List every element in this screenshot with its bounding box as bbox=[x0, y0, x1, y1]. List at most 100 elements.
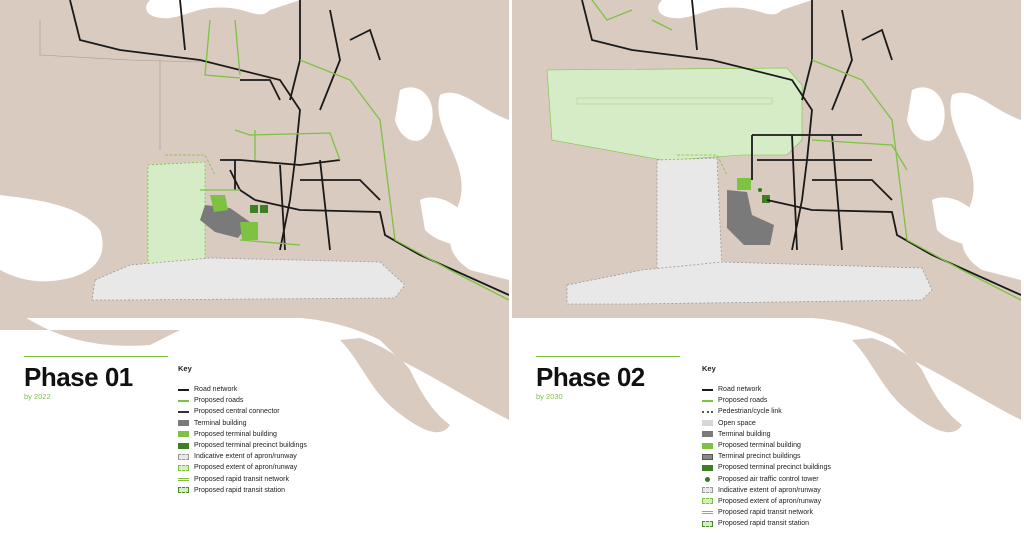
key-item-label: Proposed rapid transit network bbox=[718, 509, 813, 517]
bay bbox=[907, 87, 945, 141]
road-swatch-icon bbox=[702, 388, 713, 391]
key-item-rtn: Proposed rapid transit network bbox=[702, 507, 831, 518]
key-item-pext: Proposed extent of apron/runway bbox=[178, 462, 307, 473]
proposed-terminal bbox=[240, 222, 258, 240]
indicative-apron bbox=[656, 157, 723, 276]
key-item-atc: Proposed air traffic control tower bbox=[702, 474, 831, 485]
atc-tower bbox=[758, 188, 762, 192]
bay bbox=[395, 87, 433, 141]
proposed-roads bbox=[200, 19, 509, 301]
key-item-label: Indicative extent of apron/runway bbox=[718, 486, 821, 494]
land-mass bbox=[852, 338, 962, 433]
precinct-building bbox=[260, 205, 268, 213]
key-item-prec: Terminal precinct buildings bbox=[702, 451, 831, 462]
runway-marking bbox=[576, 97, 773, 105]
rapid-transit bbox=[165, 154, 216, 176]
rtn-swatch-icon bbox=[178, 477, 189, 481]
proposed-terminal bbox=[210, 195, 228, 212]
key-title: Key bbox=[178, 364, 192, 373]
terminal-building bbox=[200, 205, 250, 238]
key-item-label: Open space bbox=[718, 419, 756, 427]
key-item-pterm: Proposed terminal building bbox=[702, 440, 831, 451]
phase-title: Phase 02 bbox=[536, 362, 645, 392]
key-item-label: Pedestrian/cycle link bbox=[718, 408, 782, 416]
pprec-swatch-icon bbox=[702, 464, 713, 471]
key-item-label: Proposed terminal building bbox=[718, 442, 801, 450]
rtn-swatch-icon bbox=[702, 511, 713, 515]
key-item-label: Proposed rapid transit network bbox=[194, 475, 289, 483]
prec-swatch-icon bbox=[702, 453, 713, 460]
pext-swatch-icon bbox=[702, 498, 713, 505]
runway-apron bbox=[91, 257, 406, 301]
land-mass bbox=[0, 300, 180, 346]
key-item-ind: Indicative extent of apron/runway bbox=[178, 451, 307, 462]
key-item-label: Proposed terminal precinct buildings bbox=[718, 464, 831, 472]
key-item-open: Open space bbox=[702, 418, 831, 429]
rapid-transit bbox=[677, 154, 728, 176]
proposed-apron bbox=[147, 161, 206, 276]
key-item-road: Road network bbox=[178, 384, 307, 395]
key-item-term: Terminal building bbox=[702, 429, 831, 440]
open-swatch-icon bbox=[702, 420, 713, 427]
bay bbox=[932, 197, 992, 246]
key-item-label: Terminal precinct buildings bbox=[718, 453, 801, 461]
key-item-conn: Proposed central connector bbox=[178, 406, 307, 417]
key-item-rts: Proposed rapid transit station bbox=[178, 485, 307, 496]
key-item-proad: Proposed roads bbox=[178, 395, 307, 406]
precinct-building bbox=[250, 205, 258, 213]
key-item-term: Terminal building bbox=[178, 418, 307, 429]
panel-divider bbox=[509, 0, 512, 536]
key-item-label: Proposed terminal precinct buildings bbox=[194, 442, 307, 450]
term-swatch-icon bbox=[702, 431, 713, 438]
key-item-pterm: Proposed terminal building bbox=[178, 429, 307, 440]
pprec-swatch-icon bbox=[178, 442, 189, 449]
ind-swatch-icon bbox=[178, 453, 189, 460]
proposed-roads bbox=[591, 0, 1021, 301]
phase-title: Phase 01 bbox=[24, 362, 133, 392]
precinct-building bbox=[762, 195, 770, 203]
pext-swatch-icon bbox=[178, 464, 189, 471]
conn-swatch-icon bbox=[178, 410, 189, 413]
ped-swatch-icon bbox=[702, 410, 713, 413]
phase-subtitle: by 2022 bbox=[24, 392, 51, 401]
phase-01-map bbox=[0, 0, 509, 433]
phase-02-map bbox=[512, 0, 1021, 433]
key-item-rtn: Proposed rapid transit network bbox=[178, 474, 307, 485]
key-item-label: Proposed roads bbox=[718, 397, 768, 405]
pterm-swatch-icon bbox=[702, 442, 713, 449]
key-item-label: Road network bbox=[194, 386, 238, 394]
road-network bbox=[581, 0, 1021, 296]
rts-swatch-icon bbox=[702, 520, 713, 527]
proad-swatch-icon bbox=[178, 399, 189, 402]
key-item-label: Road network bbox=[718, 386, 762, 394]
key-item-label: Proposed terminal building bbox=[194, 430, 277, 438]
key-title: Key bbox=[702, 364, 716, 373]
key-item-road: Road network bbox=[702, 384, 831, 395]
rts-swatch-icon bbox=[178, 487, 189, 494]
key-item-label: Proposed central connector bbox=[194, 408, 280, 416]
term-swatch-icon bbox=[178, 420, 189, 427]
bay bbox=[420, 197, 480, 246]
phase-subtitle: by 2030 bbox=[536, 392, 563, 401]
key-item-label: Indicative extent of apron/runway bbox=[194, 453, 297, 461]
open-space bbox=[546, 67, 803, 161]
airport-boundary bbox=[39, 20, 201, 150]
key-item-label: Terminal building bbox=[718, 430, 771, 438]
proposed-terminal bbox=[737, 178, 751, 190]
key-item-proad: Proposed roads bbox=[702, 395, 831, 406]
key-item-rts: Proposed rapid transit station bbox=[702, 518, 831, 529]
road-network bbox=[69, 0, 509, 296]
key-item-label: Proposed rapid transit station bbox=[718, 520, 810, 528]
title-rule bbox=[536, 356, 680, 357]
road-swatch-icon bbox=[178, 388, 189, 391]
bay bbox=[0, 195, 103, 282]
key-item-pprec: Proposed terminal precinct buildings bbox=[702, 462, 831, 473]
key-item-ind: Indicative extent of apron/runway bbox=[702, 485, 831, 496]
key-item-ped: Pedestrian/cycle link bbox=[702, 406, 831, 417]
